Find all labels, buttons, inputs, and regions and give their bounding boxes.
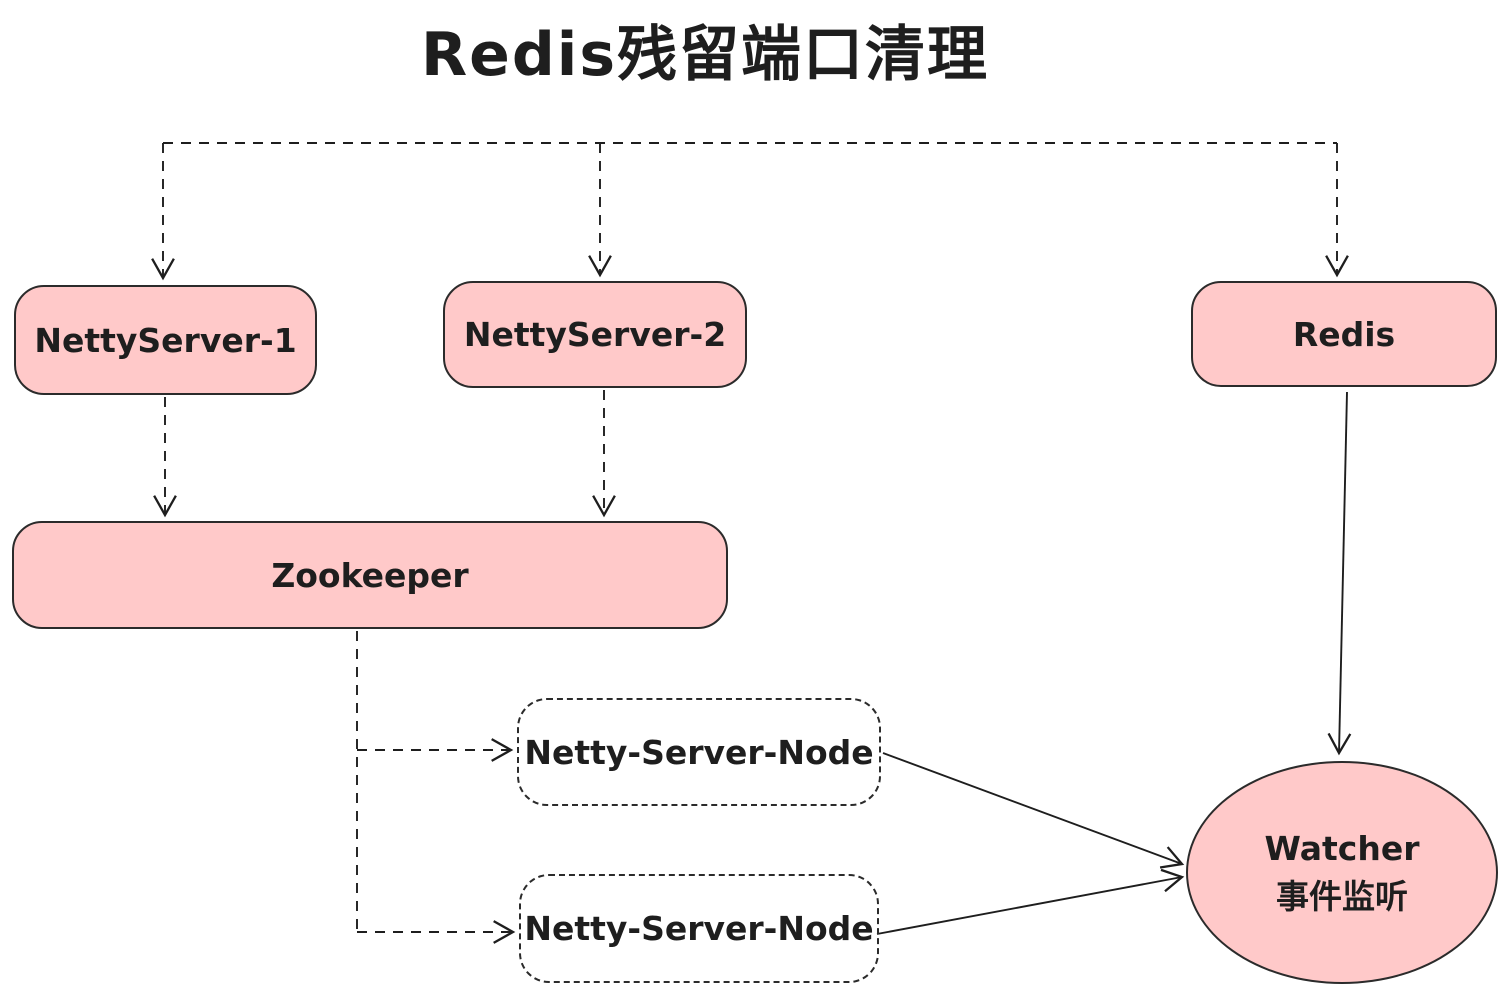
node-nettyserver-2-label: NettyServer-2: [463, 315, 727, 354]
edge-redis-to-watcher: [1327, 391, 1352, 756]
node-netty-server-node-1-label: Netty-Server-Node: [524, 732, 874, 772]
edge-node-1-to-watcher: [882, 752, 1185, 869]
node-watcher: Watcher 事件监听: [1186, 761, 1498, 984]
node-netty-server-node-2-label: Netty-Server-Node: [524, 909, 874, 948]
node-watcher-label-line2: 事件监听: [1276, 876, 1408, 916]
page-title: Redis残留端口清理: [420, 20, 990, 90]
node-netty-server-node-2: Netty-Server-Node: [519, 874, 879, 983]
node-nettyserver-1-label: NettyServer-1: [34, 320, 297, 360]
edge-node-2-to-watcher: [876, 868, 1185, 935]
node-zookeeper: Zookeeper: [12, 521, 728, 629]
node-watcher-label-line1: Watcher: [1264, 828, 1420, 868]
node-redis-label: Redis: [1292, 314, 1396, 354]
node-nettyserver-2: NettyServer-2: [443, 281, 747, 388]
node-netty-server-node-1: Netty-Server-Node: [517, 698, 881, 806]
node-nettyserver-1: NettyServer-1: [14, 285, 317, 395]
node-redis: Redis: [1191, 281, 1497, 387]
node-zookeeper-label: Zookeeper: [271, 555, 469, 595]
